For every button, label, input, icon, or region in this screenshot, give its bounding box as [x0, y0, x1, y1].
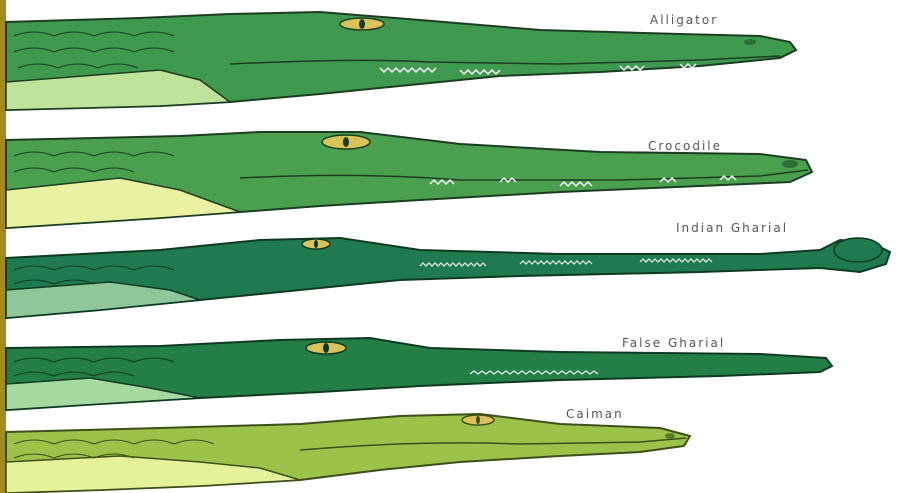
gharial-ghara — [834, 238, 882, 262]
crocodile-pupil — [343, 137, 349, 147]
caiman-nostril — [665, 433, 675, 439]
indian-gharial-head — [6, 238, 890, 318]
caiman-pupil — [476, 416, 480, 424]
label-alligator: Alligator — [650, 13, 718, 27]
crocodile-nostril — [782, 160, 798, 168]
alligator-nostril — [744, 39, 756, 45]
alligator-pupil — [359, 19, 365, 29]
label-indian-gharial: Indian Gharial — [676, 221, 788, 235]
false-gharial-pupil — [323, 343, 329, 353]
label-false-gharial: False Gharial — [622, 336, 725, 350]
caiman-head — [6, 414, 690, 493]
gharial-pupil — [314, 240, 318, 248]
label-crocodile: Crocodile — [648, 139, 722, 153]
label-caiman: Caiman — [566, 407, 624, 421]
